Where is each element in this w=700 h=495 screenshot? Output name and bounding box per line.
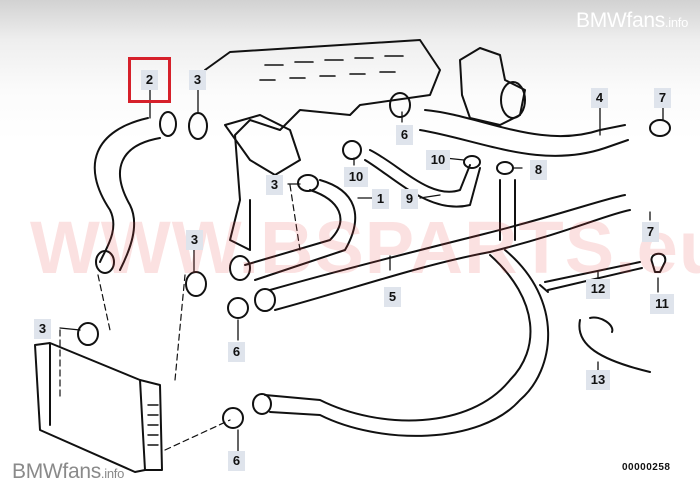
callout-part-1[interactable]: 1: [372, 189, 389, 209]
hose-2-end: [159, 111, 177, 137]
hose-2-end-bottom: [95, 250, 115, 274]
callout-part-6[interactable]: 6: [396, 125, 413, 145]
logo-text: BMWfans: [12, 460, 101, 483]
engine-block: [204, 39, 441, 251]
lower-hose-end: [252, 393, 272, 415]
cylinder-head-ports: [259, 55, 404, 81]
document-number: 00000258: [622, 462, 671, 473]
clamp-10a: [342, 140, 362, 160]
logo-suffix: .info: [100, 466, 124, 481]
callout-part-6[interactable]: 6: [228, 342, 245, 362]
clamp-3d: [77, 322, 99, 346]
callout-part-7[interactable]: 7: [642, 222, 659, 242]
clamp-7a: [649, 119, 671, 137]
callout-part-2[interactable]: 2: [128, 57, 171, 103]
clamp-3a: [188, 112, 208, 140]
riser: [499, 179, 516, 241]
logo-suffix: .info: [664, 15, 688, 30]
callout-part-13[interactable]: 13: [586, 370, 610, 390]
hose-5-end: [254, 288, 276, 312]
hose-1-end: [229, 255, 251, 281]
callout-part-4[interactable]: 4: [591, 88, 608, 108]
clamp-6a: [389, 92, 411, 118]
leader-lines: [59, 87, 664, 456]
callout-part-3[interactable]: 3: [186, 230, 203, 250]
clamp-6b: [227, 297, 249, 319]
site-logo-top[interactable]: BMWfans.info: [576, 9, 688, 33]
lower-hose: [264, 249, 550, 437]
hose-2: [93, 117, 161, 271]
callout-part-11[interactable]: 11: [650, 294, 674, 314]
clamp-3c: [185, 271, 207, 297]
radiator: [34, 342, 163, 473]
callout-part-5[interactable]: 5: [384, 287, 401, 307]
hose-4: [419, 109, 629, 157]
throttle-bore: [500, 81, 526, 119]
clamp-8: [496, 161, 514, 175]
strap-13: [578, 316, 651, 373]
callout-part-6[interactable]: 6: [228, 451, 245, 471]
callout-part-9[interactable]: 9: [401, 189, 418, 209]
site-logo-bottom[interactable]: BMWfans.info: [12, 460, 124, 484]
callout-part-3[interactable]: 3: [266, 175, 283, 195]
clamp-10b: [463, 155, 481, 169]
callout-part-7[interactable]: 7: [654, 88, 671, 108]
callout-part-8[interactable]: 8: [530, 160, 547, 180]
logo-text: BMWfans: [576, 9, 665, 32]
clamp-3b: [297, 174, 319, 192]
clamp-6c: [222, 407, 244, 429]
clip-11: [650, 252, 667, 273]
callout-part-12[interactable]: 12: [586, 279, 610, 299]
thermostat-housing: [224, 114, 301, 176]
callout-part-3[interactable]: 3: [34, 319, 51, 339]
hose-9: [364, 149, 481, 208]
hose-1: [244, 179, 357, 281]
callout-part-10[interactable]: 10: [344, 167, 368, 187]
callout-part-3[interactable]: 3: [189, 70, 206, 90]
throttle-body: [459, 47, 526, 126]
hose-5: [269, 194, 631, 311]
radiator-fins: [147, 404, 159, 446]
dash-leaders: [59, 184, 301, 451]
callout-part-10[interactable]: 10: [426, 150, 450, 170]
